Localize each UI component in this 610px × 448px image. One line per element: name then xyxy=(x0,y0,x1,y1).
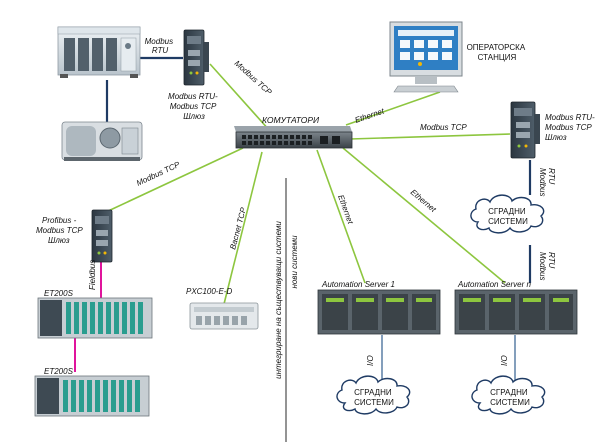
gateway-icon xyxy=(510,101,540,159)
io-right-label: I/O xyxy=(500,355,509,366)
modbus-tcp-left-label: Modbus TCP xyxy=(135,160,182,188)
modbus-tcp-top-label: Modbus TCP xyxy=(233,59,274,97)
cloud-right-label: СГРАДНИ СИСТЕМИ xyxy=(488,207,528,226)
et200s-lower-label: ET200S xyxy=(44,367,74,376)
pxc-label: PXC100-E-D xyxy=(186,287,232,296)
ethernet-line-profibus xyxy=(105,147,244,213)
modbus-rtu-chiller-label: Modbus RTU xyxy=(145,37,176,55)
network-switch-icon xyxy=(234,126,353,149)
gateway-right-label: Modbus RTU- Modbus TCP Шлюз xyxy=(545,113,597,142)
cloud-bottom-right-label: СГРАДНИ СИСТЕМИ xyxy=(490,388,530,407)
gateway-icon xyxy=(183,29,209,86)
controller-icon xyxy=(454,289,578,335)
io-left-label: I/O xyxy=(366,355,375,366)
controller-icon xyxy=(189,302,259,330)
new-systems-label: нови системи xyxy=(290,235,299,289)
cloud-icon xyxy=(470,194,545,234)
bacnet-tcp-label: Bacnet TCP xyxy=(228,206,248,251)
plc-icon xyxy=(34,375,150,417)
monitor-icon xyxy=(389,21,463,93)
cloud-icon xyxy=(336,375,411,415)
chiller-icon xyxy=(57,26,141,78)
modbus-rtu-right-upper-label: Modbus RTU xyxy=(538,168,556,199)
controller-icon xyxy=(317,289,441,335)
ethernet-line-operator xyxy=(345,91,441,126)
cloud-bottom-left-label: СГРАДНИ СИСТЕМИ xyxy=(354,388,394,407)
fieldbus-label: Fieldbus xyxy=(88,260,97,290)
switches-label: КОМУТАТОРИ xyxy=(262,115,320,125)
ethernet-asn-label: Ethernet xyxy=(409,188,439,215)
ethernet-line-top-gateway xyxy=(209,63,271,132)
ethernet-line-pxc xyxy=(223,151,263,305)
compressor-icon xyxy=(61,121,143,161)
plc-icon xyxy=(37,297,153,339)
cloud-icon xyxy=(471,375,546,415)
automation-server-n-label: Automation Server n xyxy=(457,280,531,289)
connection-lines xyxy=(74,56,532,442)
operator-station-label: ОПЕРАТОРСКА СТАНЦИЯ xyxy=(467,43,528,62)
modbus-tcp-right-label: Modbus TCP xyxy=(420,123,467,132)
gateway-icon xyxy=(91,209,113,263)
et200s-upper-label: ET200S xyxy=(44,289,74,298)
ethernet-line-asn xyxy=(342,147,506,284)
ethernet-line-right-gateway xyxy=(349,133,511,140)
automation-server-1-label: Automation Server 1 xyxy=(321,280,395,289)
gateway-top-left-label: Modbus RTU- Modbus TCP Шлюз xyxy=(168,92,220,121)
ethernet-operator-label: Ethernet xyxy=(354,106,386,125)
integration-label: интегриране на съществуващи системи xyxy=(274,221,283,379)
profibus-gateway-label: Profibus - Modbus TCP Шлюз xyxy=(36,216,85,245)
ethernet-line-as1 xyxy=(316,149,366,284)
modbus-rtu-right-lower-label: Modbus RTU xyxy=(538,252,556,283)
